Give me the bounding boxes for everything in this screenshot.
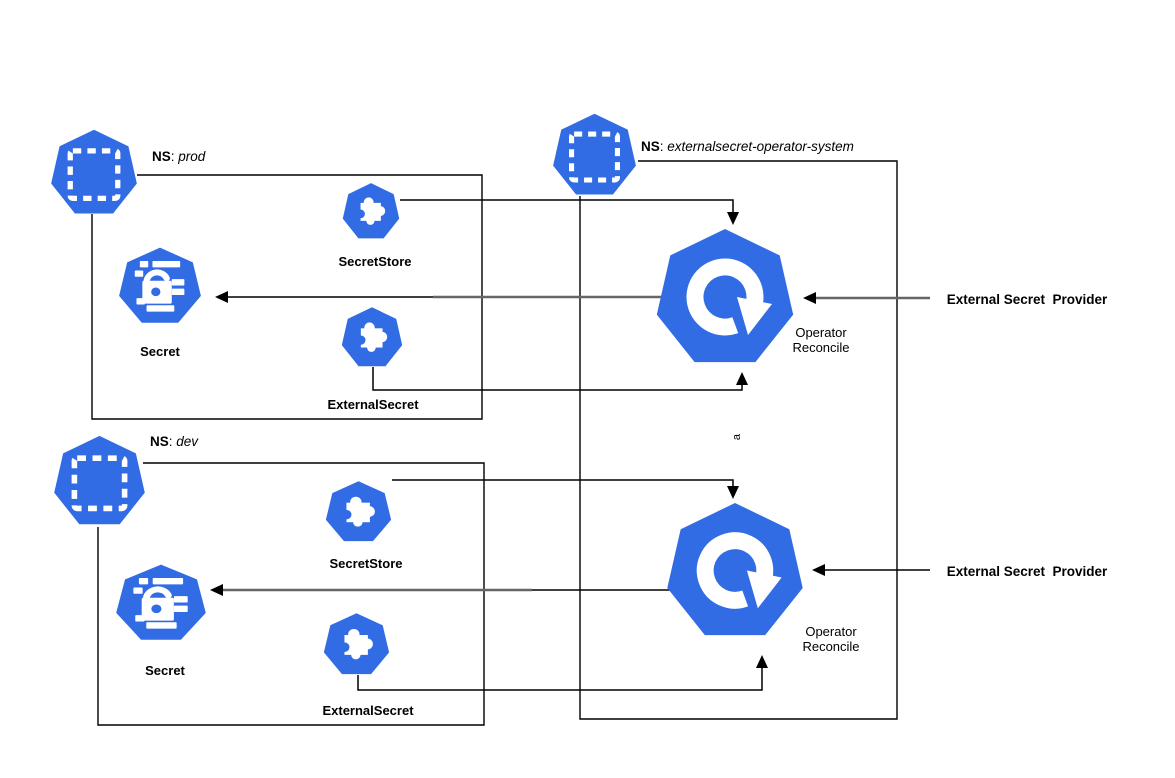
operator-top-line1: Operator xyxy=(795,325,847,340)
ns-prod-sep: : xyxy=(170,149,179,164)
edge-secretstore-dev-to-operator xyxy=(392,479,739,499)
namespace-box-system xyxy=(579,160,898,720)
ns-prod-prefix: NS xyxy=(152,149,171,164)
edge-operator-bottom-to-secret-dev xyxy=(210,584,690,596)
namespace-box-dev xyxy=(97,462,485,726)
operator-bottom-line1: Operator xyxy=(805,624,857,639)
edge-secretstore-prod-to-operator xyxy=(400,199,739,225)
externalsecret-prod-label: ExternalSecret xyxy=(327,397,419,412)
secretstore-dev-label: SecretStore xyxy=(329,556,403,571)
ns-prod-label: NS: prod xyxy=(152,149,205,164)
operator-reconcile-icon-bottom xyxy=(663,501,807,640)
operator-reconcile-label-top: Operator Reconcile xyxy=(792,325,849,355)
namespace-icon-prod xyxy=(50,128,138,216)
ns-dev-prefix: NS xyxy=(150,434,169,449)
ns-system-label: NS: externalsecret-operator-system xyxy=(641,139,854,154)
edge-label-a: a xyxy=(731,433,744,441)
secret-icon-prod xyxy=(118,246,202,325)
secretstore-icon-prod xyxy=(342,182,400,240)
namespace-box-prod xyxy=(91,174,483,420)
ns-system-sep: : xyxy=(659,139,668,154)
operator-reconcile-icon-top xyxy=(653,227,797,367)
edge-operator-top-to-secret-prod xyxy=(215,291,680,303)
ns-system-prefix: NS xyxy=(641,139,660,154)
ns-system-name: externalsecret-operator-system xyxy=(667,139,854,154)
externalsecret-icon-dev xyxy=(323,612,390,676)
operator-reconcile-label-bottom: Operator Reconcile xyxy=(802,624,859,654)
operator-top-line2: Reconcile xyxy=(792,340,850,355)
ns-dev-name: dev xyxy=(176,434,199,449)
externalsecret-icon-prod xyxy=(341,306,403,368)
secretstore-icon-dev xyxy=(325,480,392,543)
external-secret-provider-label-bottom: External Secret Provider xyxy=(946,564,1108,579)
ns-dev-sep: : xyxy=(168,434,177,449)
externalsecret-dev-label: ExternalSecret xyxy=(322,703,414,718)
secret-dev-label: Secret xyxy=(145,663,185,678)
operator-bottom-line2: Reconcile xyxy=(802,639,860,654)
edge-provider-bottom-to-operator xyxy=(812,564,930,576)
external-secret-provider-label-top: External Secret Provider xyxy=(946,292,1108,307)
namespace-icon-dev xyxy=(53,434,146,527)
edge-provider-top-to-operator xyxy=(803,292,930,304)
edge-externalsecret-prod-to-operator xyxy=(372,367,748,391)
edge-externalsecret-dev-to-operator xyxy=(357,655,768,691)
ns-dev-label: NS: dev xyxy=(150,434,198,449)
namespace-icon-system xyxy=(552,112,637,197)
secret-prod-label: Secret xyxy=(140,344,180,359)
secretstore-prod-label: SecretStore xyxy=(338,254,412,269)
ns-prod-name: prod xyxy=(178,149,206,164)
secret-icon-dev xyxy=(115,563,207,642)
